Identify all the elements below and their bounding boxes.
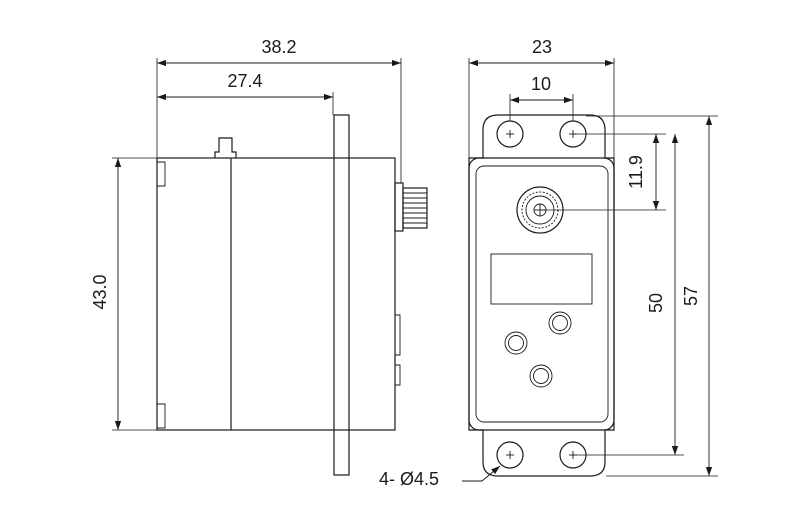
shaft-boss — [394, 182, 404, 232]
side-recess — [395, 314, 401, 356]
dim-overall-width: 23 — [532, 37, 552, 57]
servo-body-side — [156, 157, 396, 431]
top-notch — [157, 161, 166, 187]
mounting-flange-side — [333, 114, 350, 476]
dim-height: 43.0 — [90, 274, 110, 309]
mounting-hole-tl — [496, 120, 524, 148]
dim-shaft-offset: 11.9 — [626, 155, 646, 189]
label-window — [490, 253, 593, 305]
mounting-holes — [496, 120, 587, 469]
dim-overall-height: 57 — [681, 286, 701, 306]
servo-body-front — [468, 157, 615, 431]
hole-callout: 4- Ø4.5 — [379, 469, 439, 489]
mounting-hole-bl — [496, 441, 524, 469]
dim-overall-length: 38.2 — [261, 37, 296, 57]
side-recess-2 — [395, 364, 401, 386]
mounting-flange-front — [468, 114, 615, 477]
bottom-notch — [157, 403, 166, 429]
dim-hole-pitch: 50 — [646, 293, 666, 313]
dim-body-length: 27.4 — [227, 71, 262, 91]
hole-callout-leader — [462, 465, 501, 482]
wire-nub — [214, 137, 237, 158]
panel-indicators — [504, 311, 572, 388]
side-view: 38.2 27.4 43.0 — [90, 37, 428, 476]
spline-ridges — [403, 192, 427, 224]
front-view: 23 10 11.9 50 57 4- Ø4.5 — [379, 37, 718, 489]
front-panel — [475, 165, 609, 423]
dim-hole-spacing: 10 — [531, 74, 551, 94]
